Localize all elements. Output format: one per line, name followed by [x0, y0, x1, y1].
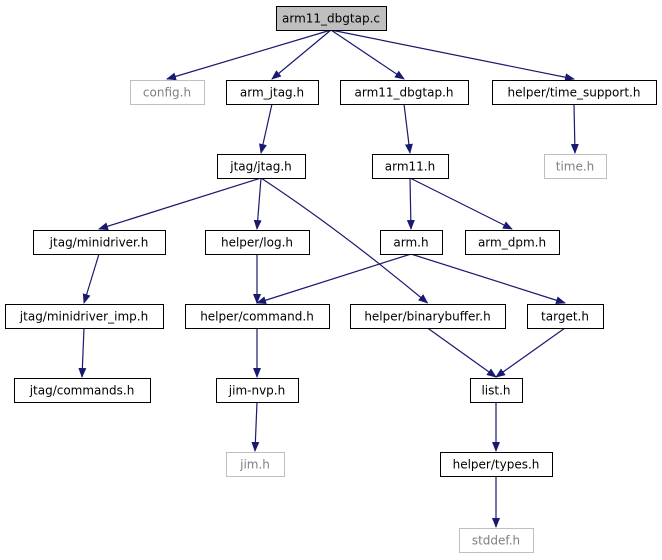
node-box [217, 154, 306, 179]
node-target-h[interactable]: target.h [527, 304, 604, 329]
node-label: jim-nvp.h [228, 384, 285, 398]
edge-jim_nvp_h-to-jim_h [251, 401, 260, 452]
node-label: helper/binarybuffer.h [364, 310, 490, 324]
edge-arm_jtag_h-to-jtag_jtag_h [259, 103, 273, 154]
node-box [216, 378, 299, 403]
node-label: arm11.h [385, 160, 435, 174]
edge-arm11_h-to-arm_h [406, 177, 415, 230]
node-box [372, 154, 449, 179]
edge-arm11_dbgtap_c-to-arm_jtag_h [271, 29, 332, 80]
node-box [350, 304, 506, 329]
edge-jtag_jtag_h-to-helper_binarybuffer_h [260, 177, 429, 304]
node-box [492, 80, 657, 105]
node-label: time.h [556, 160, 595, 174]
edge-helper_time_support_h-to-time_h [570, 103, 579, 154]
node-box [340, 80, 469, 105]
node-stddef-h: stddef.h [459, 528, 534, 553]
node-box [5, 304, 164, 329]
node-label: config.h [143, 86, 191, 100]
node-list-h[interactable]: list.h [470, 378, 523, 403]
edge-jtag_minidriver_imp_h-to-jtag_commands_h [78, 327, 87, 378]
node-box [205, 230, 310, 255]
edge-arm11_dbgtap_h-to-arm11_h [403, 103, 413, 154]
node-label: list.h [481, 384, 510, 398]
node-box [226, 80, 319, 105]
node-box [465, 230, 560, 255]
edges [78, 29, 579, 528]
node-arm11-dbgtap-c[interactable]: arm11_dbgtap.c [276, 6, 387, 31]
node-label: arm11_dbgtap.c [282, 12, 380, 26]
edge-helper_binarybuffer_h-to-list_h [427, 327, 497, 378]
edge-jtag_jtag_h-to-jtag_minidriver_h [98, 177, 262, 231]
node-label: jtag/commands.h [29, 384, 135, 398]
node-box [226, 452, 285, 477]
node-label: jtag/minidriver_imp.h [19, 310, 148, 324]
node-arm11-h[interactable]: arm11.h [372, 154, 449, 179]
node-box [380, 230, 443, 255]
node-label: helper/command.h [200, 310, 314, 324]
node-jim-h: jim.h [226, 452, 285, 477]
node-label: jim.h [239, 458, 270, 472]
node-helper-command-h[interactable]: helper/command.h [185, 304, 330, 329]
node-box [33, 230, 166, 255]
node-jtag-minidriver-imp-h[interactable]: jtag/minidriver_imp.h [5, 304, 164, 329]
node-box [470, 378, 523, 403]
edge-arm_h-to-target_h [410, 253, 566, 305]
node-label: arm_dpm.h [478, 236, 546, 250]
node-config-h: config.h [130, 80, 205, 105]
node-label: stddef.h [472, 534, 520, 548]
node-arm-jtag-h[interactable]: arm_jtag.h [226, 80, 319, 105]
node-box [544, 154, 607, 179]
edge-arm11_h-to-arm_dpm_h [409, 177, 513, 230]
node-label: jtag/minidriver.h [49, 236, 149, 250]
node-helper-time-support-h[interactable]: helper/time_support.h [492, 80, 657, 105]
node-label: arm_jtag.h [240, 86, 304, 100]
node-jtag-commands-h[interactable]: jtag/commands.h [14, 378, 151, 403]
node-box [130, 80, 205, 105]
node-box [276, 6, 387, 31]
edge-arm11_dbgtap_c-to-arm11_dbgtap_h [330, 29, 405, 80]
node-label: arm.h [393, 236, 428, 250]
node-label: target.h [541, 310, 589, 324]
edge-jtag_minidriver_h-to-jtag_minidriver_imp_h [82, 253, 100, 304]
edge-arm11_dbgtap_c-to-config_h [166, 29, 332, 81]
edge-jtag_jtag_h-to-helper_log_h [253, 177, 262, 230]
node-helper-log-h[interactable]: helper/log.h [205, 230, 310, 255]
nodes: arm11_dbgtap.c config.h arm_jtag.h arm11_db… [5, 6, 657, 553]
node-box [185, 304, 330, 329]
node-time-h: time.h [544, 154, 607, 179]
node-arm-dpm-h[interactable]: arm_dpm.h [465, 230, 560, 255]
node-label: jtag/jtag.h [229, 160, 291, 174]
node-helper-types-h[interactable]: helper/types.h [440, 452, 553, 477]
edge-arm11_dbgtap_c-to-helper_time_support_h [330, 29, 575, 82]
node-label: arm11_dbgtap.h [355, 86, 454, 100]
node-label: helper/types.h [453, 458, 540, 472]
node-box [527, 304, 604, 329]
node-helper-binarybuffer-h[interactable]: helper/binarybuffer.h [350, 304, 506, 329]
node-box [440, 452, 553, 477]
node-box [14, 378, 151, 403]
node-box [459, 528, 534, 553]
node-arm11-dbgtap-h[interactable]: arm11_dbgtap.h [340, 80, 469, 105]
node-jtag-jtag-h[interactable]: jtag/jtag.h [217, 154, 306, 179]
node-jim-nvp-h[interactable]: jim-nvp.h [216, 378, 299, 403]
node-jtag-minidriver-h[interactable]: jtag/minidriver.h [33, 230, 166, 255]
node-arm-h[interactable]: arm.h [380, 230, 443, 255]
node-label: helper/time_support.h [508, 86, 641, 100]
edge-target_h-to-list_h [495, 327, 566, 378]
edge-arm_h-to-helper_command_h [256, 253, 412, 305]
node-label: helper/log.h [221, 236, 293, 250]
